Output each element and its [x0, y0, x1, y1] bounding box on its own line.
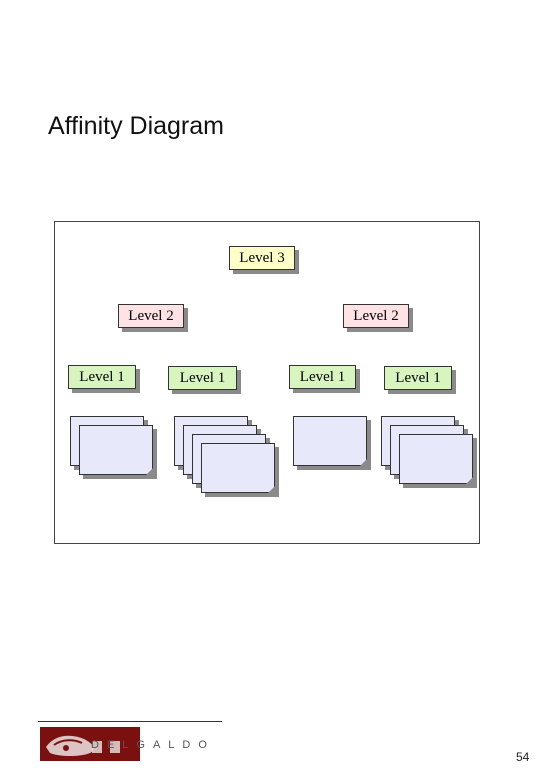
level-2-label-right: Level 2	[343, 304, 409, 328]
delgaldo-logo	[40, 727, 140, 761]
affinity-diagram-frame: Level 3 Level 2 Level 2 Level 1 Level 1 …	[54, 221, 480, 544]
level-1-label-1: Level 1	[68, 365, 136, 389]
page-number: 54	[516, 750, 530, 764]
card-fold-corner	[466, 477, 473, 484]
level-1-label-3: Level 1	[289, 365, 356, 389]
card-fold-corner	[268, 486, 275, 493]
logo-wordmark: DELGALDO	[91, 739, 215, 751]
level-2-label-left: Level 2	[118, 304, 184, 328]
idea-card	[201, 443, 275, 493]
level-1-label-4: Level 1	[384, 366, 452, 390]
idea-card	[399, 434, 473, 484]
card-fold-corner	[360, 459, 367, 466]
level-1-label-2: Level 1	[168, 366, 237, 390]
idea-card	[79, 425, 153, 475]
footer-rule	[38, 721, 222, 722]
idea-card	[293, 416, 367, 466]
card-fold-corner	[146, 468, 153, 475]
slide-title: Affinity Diagram	[48, 112, 224, 140]
level-3-label: Level 3	[229, 246, 295, 270]
